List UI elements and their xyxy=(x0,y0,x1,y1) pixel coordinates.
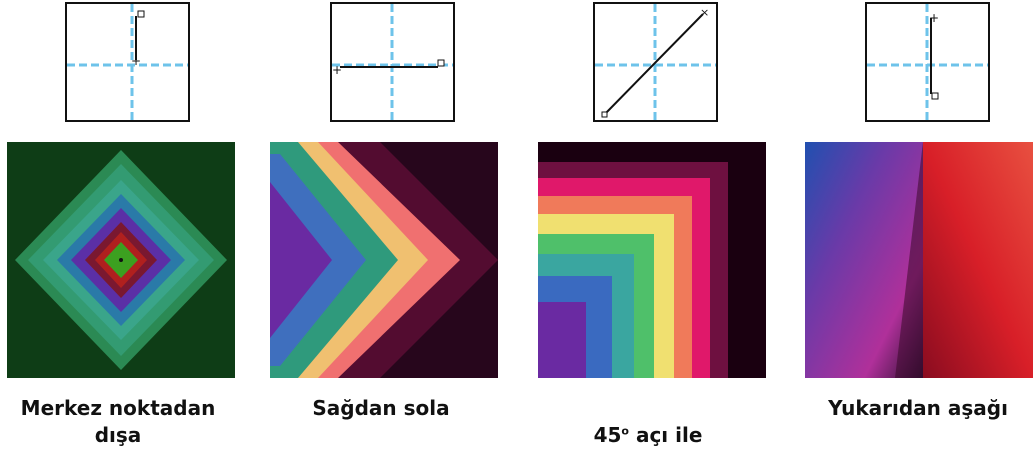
caption-diagonal-45: 45o açı ile xyxy=(498,395,798,449)
direction-diagram-top-to-bottom: + xyxy=(865,2,990,122)
example-diagonal-45: × 45o açı ile xyxy=(535,0,775,450)
degree-symbol: o xyxy=(621,424,629,437)
direction-diagram-center-outward: + xyxy=(65,2,190,122)
caption-right-to-left: Sağdan sola xyxy=(231,395,531,422)
diamond-gradient-swatch xyxy=(7,142,235,378)
direction-diagram-right-to-left: + xyxy=(330,2,455,122)
caption-angle-text: açı ile xyxy=(629,423,702,447)
caption-top-to-bottom: Yukarıdan aşağı xyxy=(768,395,1035,422)
svg-text:×: × xyxy=(700,6,709,19)
example-top-to-bottom: + Yukarıdan aşağı xyxy=(805,0,1035,450)
caption-center-outward: Merkez noktadan dışa xyxy=(0,395,268,449)
chevron-gradient-swatch xyxy=(270,142,498,378)
direction-diagram-diagonal-45: × xyxy=(593,2,718,122)
caption-angle-value: 45 xyxy=(594,423,622,447)
corner-gradient-swatch xyxy=(538,142,766,378)
svg-text:+: + xyxy=(131,54,141,68)
example-center-outward: + Merkez noktadan dışa xyxy=(5,0,245,450)
svg-text:+: + xyxy=(929,11,939,25)
svg-text:+: + xyxy=(332,63,342,77)
angular-gradient-swatch xyxy=(805,142,1033,378)
example-right-to-left: + xyxy=(268,0,508,450)
